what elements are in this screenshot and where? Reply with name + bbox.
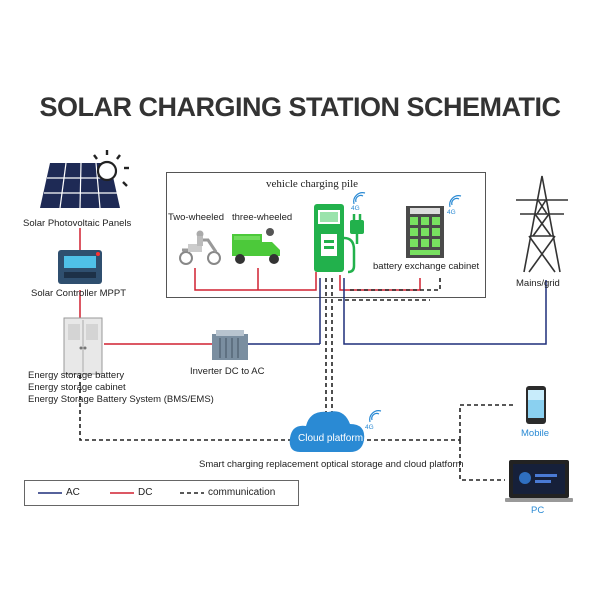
laptop-icon: [505, 460, 573, 502]
cloud-4g-label: 4G: [365, 424, 374, 431]
three-wheeled-cargo-icon: [232, 228, 280, 264]
cabinet-4g-label: 4G: [447, 209, 456, 216]
charging-pile-box: [166, 172, 486, 298]
energy-storage-label-2: Energy storage cabinet: [28, 382, 126, 393]
solar-panels-label: Solar Photovoltaic Panels: [23, 218, 132, 229]
legend-ac-label: AC: [66, 487, 80, 498]
charging-pile-icon: [314, 204, 356, 274]
cloud-icon: [289, 411, 365, 452]
charging-pile-label: vehicle charging pile: [266, 178, 359, 190]
dc-line-two-wheeled: [194, 268, 317, 291]
two-wheeled-label: Two-wheeled: [168, 212, 224, 223]
solar-controller-label: Solar Controller MPPT: [31, 288, 127, 299]
pc-label: PC: [531, 505, 545, 516]
pile-4g-label: 4G: [351, 205, 360, 212]
energy-storage-label-3: Energy Storage Battery System (BMS/EMS): [28, 394, 214, 405]
solar-panel-icon: [40, 150, 129, 209]
plug-icon: [350, 214, 364, 244]
inverter-icon: [212, 330, 248, 360]
dc-line-cabinet: [339, 275, 421, 291]
legend-communication-label: communication: [208, 487, 276, 498]
ac-line-grid: [343, 278, 547, 345]
cloud-caption: Smart charging replacement optical stora…: [199, 459, 464, 470]
ac-lines: [248, 278, 547, 345]
legend: [24, 480, 299, 506]
mobile-label: Mobile: [521, 428, 549, 439]
comm-line-pc: [459, 440, 505, 481]
comm-line-cabinet: [350, 275, 441, 291]
energy-storage-label-1: Energy storage battery: [28, 370, 125, 381]
legend-dc-label: DC: [138, 487, 153, 498]
mobile-phone-icon: [526, 386, 546, 424]
solar-controller-icon: [58, 250, 102, 284]
energy-storage-cabinet-icon: [63, 317, 103, 375]
three-wheeled-label: three-wheeled: [232, 212, 293, 223]
cloud-platform-label: Cloud platform: [298, 433, 364, 444]
battery-exchange-cabinet-icon: [406, 206, 444, 258]
inverter-label: Inverter DC to AC: [190, 366, 265, 377]
two-wheeled-scooter-icon: [179, 230, 221, 265]
comm-line-storage-cloud: [79, 375, 298, 441]
battery-cabinet-label: battery exchange cabinet: [373, 261, 480, 272]
wifi-signal-icon: [353, 192, 462, 423]
communication-lines: [79, 275, 515, 481]
mains-grid-label: Mains/grid: [516, 278, 560, 289]
comm-line-mobile: [459, 404, 515, 440]
transmission-tower-icon: [516, 175, 568, 273]
page-title: SOLAR CHARGING STATION SCHEMATIC: [39, 92, 561, 122]
